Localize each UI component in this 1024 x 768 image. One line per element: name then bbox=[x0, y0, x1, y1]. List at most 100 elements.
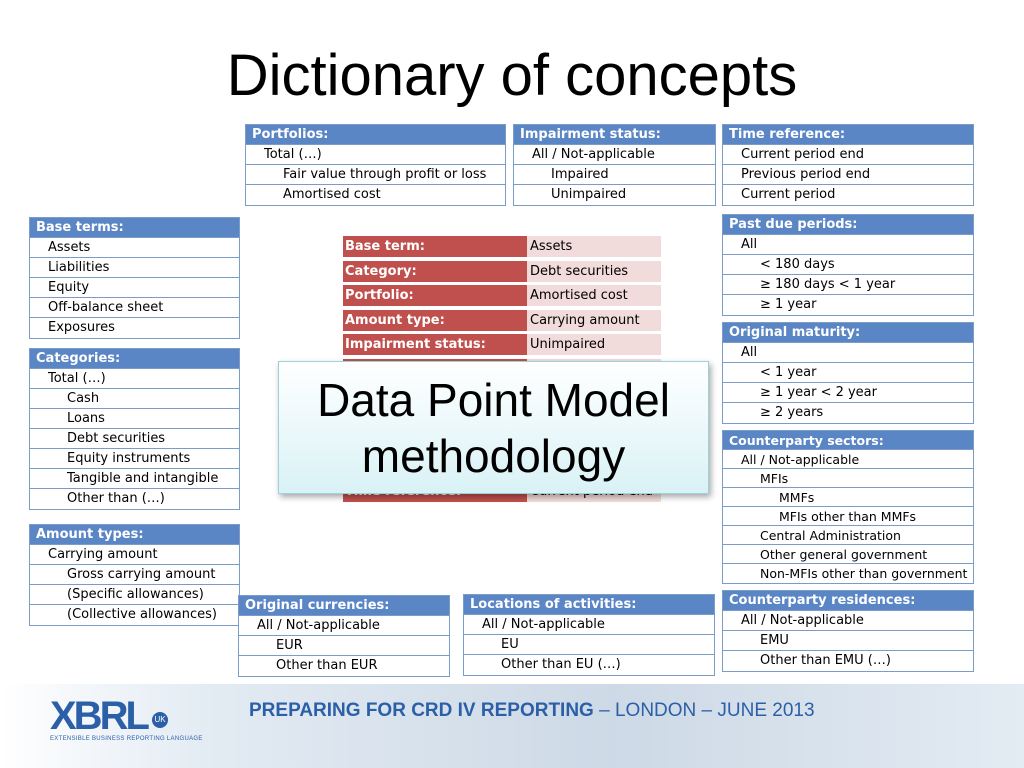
dictionary-item: Fair value through profit or loss bbox=[246, 165, 505, 185]
data-point-row: Category:Debt securities bbox=[343, 260, 661, 282]
dictionary-item: EU bbox=[464, 635, 714, 655]
time-reference-dictionary: Time reference: Current period end Previ… bbox=[722, 124, 974, 206]
dictionary-item: ≥ 180 days < 1 year bbox=[723, 275, 973, 295]
dictionary-item: Cash bbox=[30, 389, 239, 409]
dictionary-item: MFIs other than MMFs bbox=[723, 507, 973, 526]
dictionary-item: Total (…) bbox=[30, 369, 239, 389]
dictionary-item: Assets bbox=[30, 238, 239, 258]
dictionary-item: All bbox=[723, 235, 973, 255]
dictionary-item: MFIs bbox=[723, 469, 973, 488]
dictionary-item: All bbox=[723, 343, 973, 363]
base-terms-dictionary: Base terms: Assets Liabilities Equity Of… bbox=[29, 217, 240, 339]
dictionary-header: Counterparty sectors: bbox=[723, 431, 973, 450]
data-point-row: Portfolio:Amortised cost bbox=[343, 285, 661, 306]
dictionary-item: (Collective allowances) bbox=[67, 607, 217, 622]
dictionary-header: Impairment status: bbox=[514, 125, 715, 145]
dictionary-item: Gross carrying amount bbox=[30, 565, 239, 585]
logo-text: XBRL bbox=[50, 694, 150, 738]
dictionary-item: ≥ 1 year < 2 year bbox=[723, 383, 973, 403]
dictionary-item: Current period bbox=[741, 187, 836, 202]
counterparty-residences-dictionary: Counterparty residences: All / Not-appli… bbox=[722, 590, 974, 672]
xbrl-logo: XBRL EXTENSIBLE BUSINESS REPORTING LANGU… bbox=[50, 696, 203, 742]
dictionary-item: (Specific allowances) bbox=[30, 585, 239, 605]
dictionary-item: All / Not-applicable bbox=[514, 145, 715, 165]
dictionary-header: Counterparty residences: bbox=[723, 591, 973, 611]
dictionary-item: Debt securities bbox=[30, 429, 239, 449]
dictionary-item: EMU bbox=[723, 631, 973, 651]
dictionary-item: Other than EU (…) bbox=[501, 657, 621, 672]
past-due-periods-dictionary: Past due periods: All < 180 days ≥ 180 d… bbox=[722, 214, 974, 316]
dictionary-item: Central Administration bbox=[723, 526, 973, 545]
data-point-row: Amount type:Carrying amount bbox=[343, 309, 661, 331]
original-maturity-dictionary: Original maturity: All < 1 year ≥ 1 year… bbox=[722, 322, 974, 424]
data-point-key: Impairment status: bbox=[343, 334, 527, 355]
dictionary-item: ≥ 1 year bbox=[760, 297, 817, 312]
dictionary-item: < 1 year bbox=[723, 363, 973, 383]
footer-banner: XBRL EXTENSIBLE BUSINESS REPORTING LANGU… bbox=[0, 684, 1024, 768]
dictionary-item: Other than EUR bbox=[276, 658, 378, 673]
dictionary-item: Total (…) bbox=[246, 145, 505, 165]
data-point-value: Unimpaired bbox=[527, 334, 661, 355]
dictionary-item: Other general government bbox=[723, 545, 973, 564]
banner-bold-text: PREPARING FOR CRD IV REPORTING bbox=[249, 700, 594, 721]
dictionary-header: Original maturity: bbox=[723, 323, 973, 343]
dictionary-header: Amount types: bbox=[30, 525, 239, 545]
banner-text: – LONDON – JUNE 2013 bbox=[593, 700, 815, 721]
dictionary-item: Equity instruments bbox=[30, 449, 239, 469]
data-point-key: Portfolio: bbox=[343, 285, 527, 306]
dictionary-item: Other than (…) bbox=[67, 491, 165, 506]
dictionary-item: Tangible and intangible bbox=[30, 469, 239, 489]
data-point-row: Base term:Assets bbox=[343, 236, 661, 257]
dictionary-item: Current period end bbox=[723, 145, 973, 165]
data-point-key: Amount type: bbox=[343, 309, 527, 331]
dictionary-item: Other than EMU (…) bbox=[760, 653, 891, 668]
logo-subtitle: EXTENSIBLE BUSINESS REPORTING LANGUAGE bbox=[50, 736, 203, 742]
methodology-callout: Data Point Model methodology bbox=[278, 361, 709, 494]
dictionary-item: Carrying amount bbox=[30, 545, 239, 565]
dictionary-item: All / Not-applicable bbox=[239, 616, 449, 636]
dictionary-item: Loans bbox=[30, 409, 239, 429]
categories-dictionary: Categories: Total (…) Cash Loans Debt se… bbox=[29, 348, 240, 510]
amount-types-dictionary: Amount types: Carrying amount Gross carr… bbox=[29, 524, 240, 626]
dictionary-header: Time reference: bbox=[723, 125, 973, 145]
dictionary-item: Liabilities bbox=[30, 258, 239, 278]
dictionary-header: Locations of activities: bbox=[464, 595, 714, 615]
dictionary-item: All / Not-applicable bbox=[723, 450, 973, 469]
original-currencies-dictionary: Original currencies: All / Not-applicabl… bbox=[238, 595, 450, 677]
dictionary-item: Exposures bbox=[48, 320, 115, 335]
dictionary-item: All / Not-applicable bbox=[723, 611, 973, 631]
locations-of-activities-dictionary: Locations of activities: All / Not-appli… bbox=[463, 594, 715, 676]
dictionary-item: MMFs bbox=[723, 488, 973, 507]
data-point-value: Carrying amount bbox=[527, 309, 661, 331]
callout-line-1: Data Point Model bbox=[317, 374, 670, 426]
dictionary-item: Previous period end bbox=[723, 165, 973, 185]
portfolios-dictionary: Portfolios: Total (…) Fair value through… bbox=[245, 124, 506, 206]
data-point-key: Base term: bbox=[343, 236, 527, 257]
dictionary-item: Unimpaired bbox=[551, 187, 627, 202]
data-point-key: Category: bbox=[343, 260, 527, 282]
dictionary-item: < 180 days bbox=[723, 255, 973, 275]
data-point-row: Impairment status:Unimpaired bbox=[343, 334, 661, 355]
dictionary-item: Amortised cost bbox=[283, 187, 381, 202]
dictionary-header: Original currencies: bbox=[239, 596, 449, 616]
dictionary-header: Portfolios: bbox=[246, 125, 505, 145]
callout-line-2: methodology bbox=[361, 430, 626, 482]
uk-badge-icon: UK bbox=[152, 712, 168, 728]
data-point-value: Debt securities bbox=[527, 260, 661, 282]
dictionary-item: All / Not-applicable bbox=[464, 615, 714, 635]
dictionary-item: ≥ 2 years bbox=[760, 405, 824, 420]
impairment-status-dictionary: Impairment status: All / Not-applicable … bbox=[513, 124, 716, 206]
counterparty-sectors-dictionary: Counterparty sectors: All / Not-applicab… bbox=[722, 430, 974, 584]
dictionary-item: Non-MFIs other than government bbox=[760, 566, 968, 581]
dictionary-item: EUR bbox=[239, 636, 449, 656]
dictionary-item: Equity bbox=[30, 278, 239, 298]
dictionary-item: Impaired bbox=[514, 165, 715, 185]
dictionary-header: Past due periods: bbox=[723, 215, 973, 235]
data-point-value: Amortised cost bbox=[527, 285, 661, 306]
dictionary-item: Off-balance sheet bbox=[30, 298, 239, 318]
data-point-value: Assets bbox=[527, 236, 661, 257]
event-banner: PREPARING FOR CRD IV REPORTING – LONDON … bbox=[249, 700, 815, 722]
dictionary-header: Base terms: bbox=[30, 218, 239, 238]
slide-title: Dictionary of concepts bbox=[226, 43, 798, 108]
dictionary-header: Categories: bbox=[30, 349, 239, 369]
